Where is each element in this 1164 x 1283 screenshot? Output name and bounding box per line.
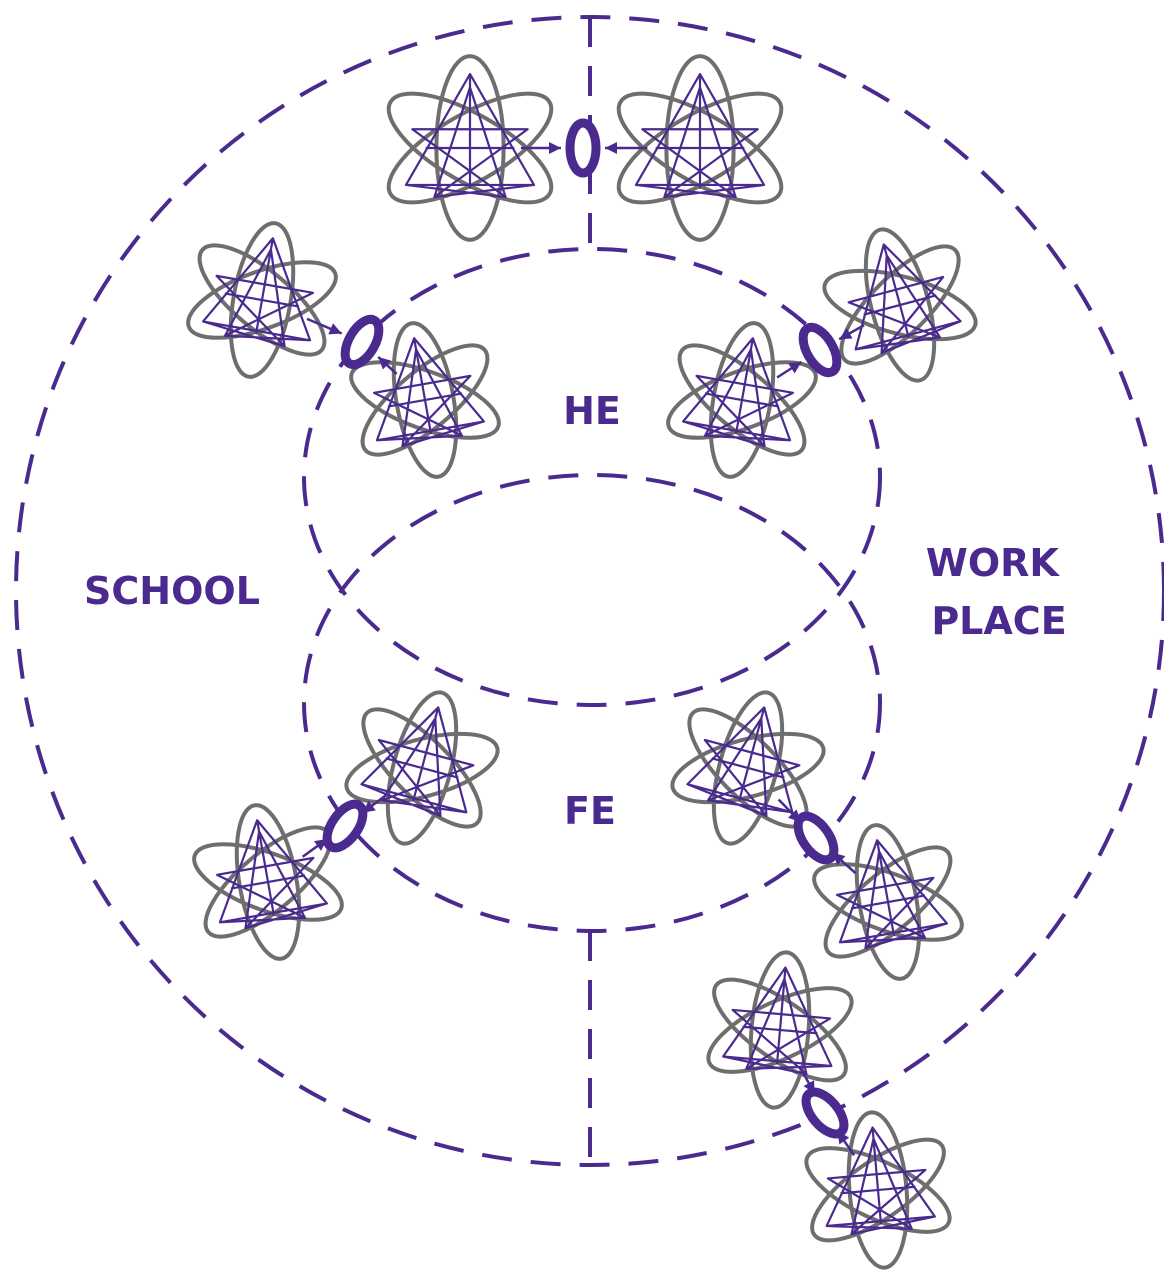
link-ring-icon xyxy=(320,798,370,854)
link-ring-icon xyxy=(799,1085,851,1140)
he-label: HE xyxy=(563,389,621,433)
arrow-head-icon xyxy=(788,362,801,374)
atom-icon xyxy=(168,209,356,391)
school-fe-link xyxy=(174,672,521,973)
atom-icon xyxy=(790,1105,966,1274)
workplace-label: WORK PLACE xyxy=(926,541,1072,643)
arrow-head-icon xyxy=(605,142,617,154)
workplace-label-line-1: WORK xyxy=(926,541,1060,585)
link-ring-icon xyxy=(791,810,841,866)
he-boundary xyxy=(304,249,880,705)
he-workplace-link xyxy=(648,209,999,491)
link-ring-icon xyxy=(796,322,844,378)
atom-icon xyxy=(692,945,868,1114)
fe-workplace-link xyxy=(649,672,982,993)
arrow-head-icon xyxy=(549,142,561,154)
workplace-label-line-2: PLACE xyxy=(931,599,1066,643)
workplace-external-link xyxy=(692,945,966,1274)
fe-label: FE xyxy=(564,789,616,833)
school-label: SCHOOL xyxy=(84,569,260,613)
school-workplace-link xyxy=(374,56,797,240)
school-he-link xyxy=(168,209,519,491)
link-ring-icon xyxy=(570,123,596,173)
